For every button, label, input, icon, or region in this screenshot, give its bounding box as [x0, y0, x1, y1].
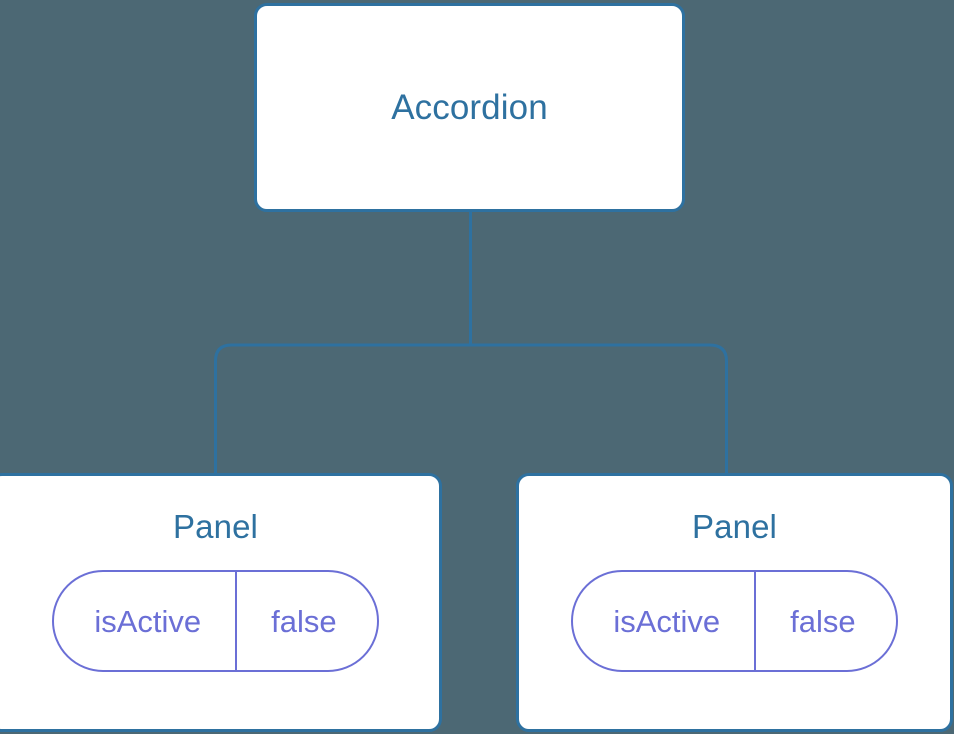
- node-panel-left[interactable]: Panel isActive false: [0, 473, 442, 732]
- prop-pill-right[interactable]: isActive false: [571, 570, 898, 672]
- node-panel-left-label: Panel: [173, 508, 258, 545]
- prop-value-isactive-right: false: [790, 603, 856, 639]
- prop-value-isactive-left: false: [271, 603, 337, 639]
- prop-pill-left[interactable]: isActive false: [52, 570, 379, 672]
- connector-branch-bus: [214, 343, 728, 474]
- node-panel-right-label: Panel: [692, 508, 777, 545]
- node-panel-right[interactable]: Panel isActive false: [516, 473, 953, 732]
- node-accordion-label: Accordion: [391, 88, 548, 127]
- prop-name-isactive-right: isActive: [573, 572, 757, 670]
- node-accordion[interactable]: Accordion: [254, 3, 685, 212]
- prop-name-isactive-left: isActive: [54, 572, 238, 670]
